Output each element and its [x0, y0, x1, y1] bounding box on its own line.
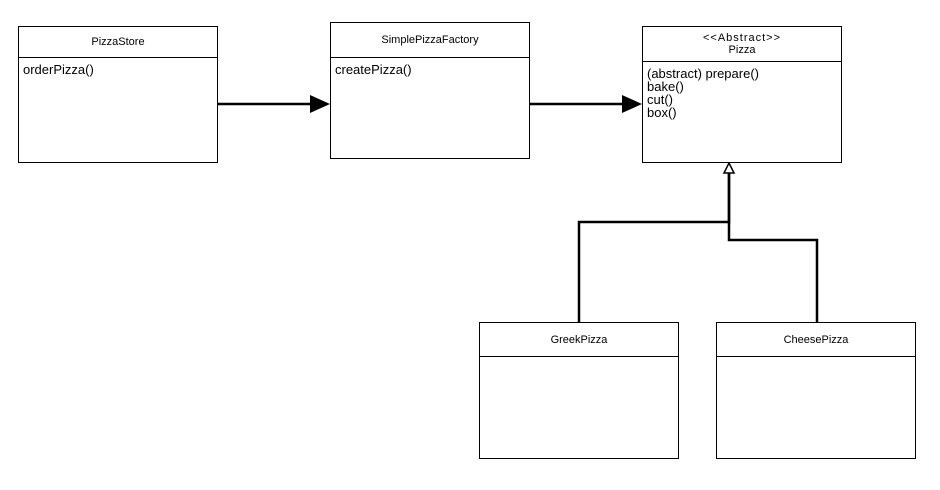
class-name: SimplePizzaFactory: [331, 23, 529, 58]
class-name: <<Abstract>> Pizza: [643, 27, 841, 62]
generalization-cheesepizza-to-pizza: [727, 172, 819, 322]
arrowhead-filled-icon: [310, 95, 330, 113]
class-name-label: Pizza: [728, 44, 756, 56]
method-item: createPizza(): [335, 62, 412, 77]
method-item: box(): [647, 105, 677, 120]
class-name-label: SimplePizzaFactory: [381, 34, 479, 46]
class-cheesepizza[interactable]: CheesePizza: [716, 322, 916, 459]
class-name-label: CheesePizza: [783, 333, 849, 346]
class-greekpizza[interactable]: GreekPizza: [479, 322, 679, 459]
method-item: cut(): [647, 92, 673, 107]
class-name-label: PizzaStore: [91, 36, 145, 48]
class-pizzastore[interactable]: PizzaStore orderPizza(): [18, 26, 218, 163]
class-name: CheesePizza: [717, 323, 915, 357]
class-methods: orderPizza(): [19, 58, 217, 76]
inheritance-triangle-icon: [722, 161, 736, 174]
generalization-greekpizza-to-pizza: [577, 172, 731, 322]
method-item: bake(): [647, 79, 684, 94]
method-item: orderPizza(): [23, 62, 94, 77]
class-stereotype: <<Abstract>>: [702, 32, 782, 44]
class-methods: (abstract) prepare() bake() cut() box(): [643, 62, 841, 119]
class-name-label: GreekPizza: [550, 333, 608, 346]
class-name: PizzaStore: [19, 27, 217, 58]
method-item: (abstract) prepare(): [647, 66, 759, 81]
class-simplepizzafactory[interactable]: SimplePizzaFactory createPizza(): [330, 22, 530, 159]
class-name: GreekPizza: [480, 323, 678, 357]
class-methods: createPizza(): [331, 58, 529, 76]
arrowhead-filled-icon: [622, 95, 642, 113]
class-pizza[interactable]: <<Abstract>> Pizza (abstract) prepare() …: [642, 26, 842, 163]
